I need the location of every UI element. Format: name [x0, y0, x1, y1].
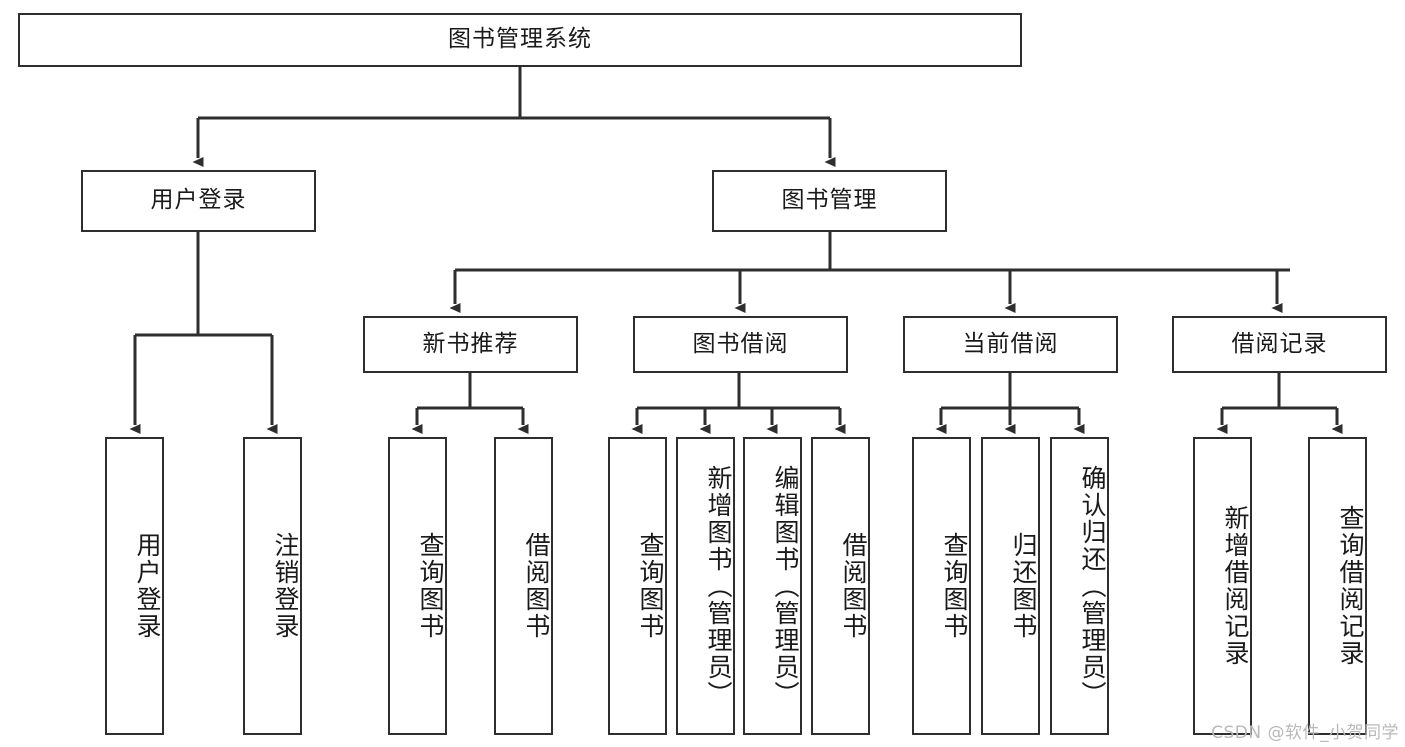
leaf-confirm-return[interactable]: 确认归还（管理员） — [1050, 437, 1109, 735]
node-book-manage[interactable]: 图书管理 — [712, 170, 947, 232]
leaf-add-record[interactable]: 新增借阅记录 — [1193, 437, 1252, 735]
leaf-query-book-1-label: 查询图书 — [416, 532, 445, 640]
leaf-edit-book-label: 编辑图书（管理员） — [771, 464, 800, 708]
leaf-user-login-label: 用户登录 — [133, 532, 162, 640]
node-current-borrow[interactable]: 当前借阅 — [903, 316, 1118, 373]
leaf-query-record[interactable]: 查询借阅记录 — [1308, 437, 1367, 735]
leaf-edit-book[interactable]: 编辑图书（管理员） — [743, 437, 802, 735]
node-book-borrow[interactable]: 图书借阅 — [633, 316, 848, 373]
node-borrow-record[interactable]: 借阅记录 — [1172, 316, 1387, 373]
leaf-borrow-book-1-label: 借阅图书 — [522, 532, 551, 640]
leaf-borrow-book-2[interactable]: 借阅图书 — [811, 437, 870, 735]
node-book-borrow-label: 图书借阅 — [692, 330, 789, 357]
leaf-query-book-2[interactable]: 查询图书 — [608, 437, 667, 735]
leaf-borrow-book-2-label: 借阅图书 — [839, 532, 868, 640]
leaf-user-login[interactable]: 用户登录 — [105, 437, 164, 735]
node-root-label: 图书管理系统 — [448, 26, 592, 53]
leaf-add-book-label: 新增图书（管理员） — [704, 464, 733, 708]
node-borrow-record-label: 借阅记录 — [1231, 330, 1328, 357]
node-root[interactable]: 图书管理系统 — [18, 13, 1022, 67]
node-user-login[interactable]: 用户登录 — [81, 170, 316, 232]
node-book-manage-label: 图书管理 — [781, 187, 878, 214]
leaf-add-record-label: 新增借阅记录 — [1221, 505, 1250, 667]
leaf-logout-login[interactable]: 注销登录 — [243, 437, 302, 735]
leaf-add-book[interactable]: 新增图书（管理员） — [676, 437, 735, 735]
node-current-borrow-label: 当前借阅 — [962, 330, 1059, 357]
leaf-return-book[interactable]: 归还图书 — [981, 437, 1040, 735]
leaf-borrow-book-1[interactable]: 借阅图书 — [494, 437, 553, 735]
node-user-login-label: 用户登录 — [150, 187, 247, 214]
watermark-text: CSDN @软件_小贺同学 — [1211, 723, 1399, 743]
leaf-confirm-return-label: 确认归还（管理员） — [1078, 464, 1107, 708]
leaf-query-book-1[interactable]: 查询图书 — [388, 437, 447, 735]
leaf-return-book-label: 归还图书 — [1009, 532, 1038, 640]
leaf-logout-login-label: 注销登录 — [271, 532, 300, 640]
leaf-query-book-3-label: 查询图书 — [940, 532, 969, 640]
node-new-book-recommend[interactable]: 新书推荐 — [363, 316, 578, 373]
leaf-query-record-label: 查询借阅记录 — [1336, 505, 1365, 667]
leaf-query-book-3[interactable]: 查询图书 — [912, 437, 971, 735]
node-new-book-recommend-label: 新书推荐 — [422, 330, 519, 357]
leaf-query-book-2-label: 查询图书 — [636, 532, 665, 640]
